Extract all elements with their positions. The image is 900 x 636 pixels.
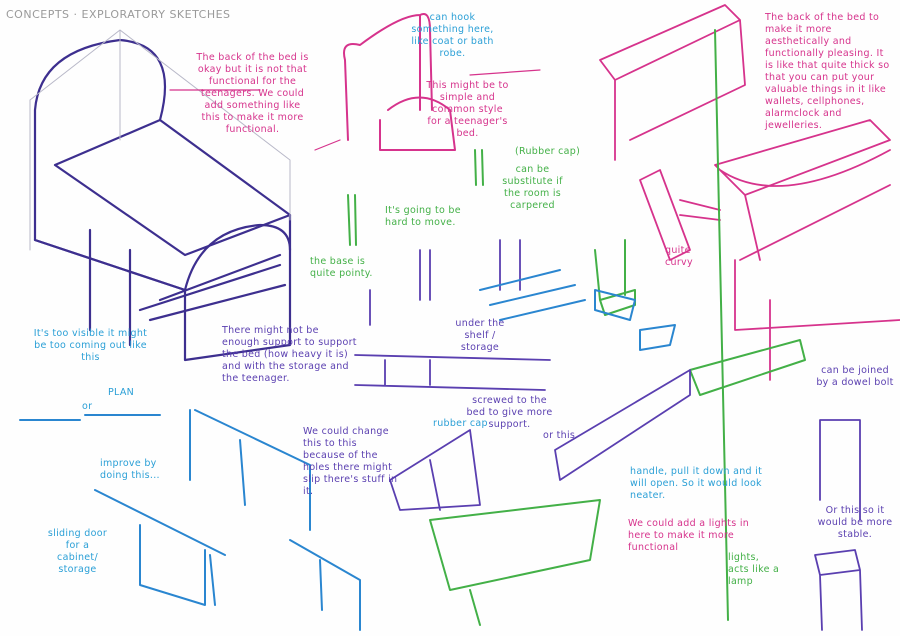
note-back-aesthetic: The back of the bed to make it more aest… bbox=[765, 12, 890, 131]
note-quite-curvy: quite curvy bbox=[665, 245, 693, 268]
note-too-simple: This might be to simple and common style… bbox=[426, 80, 509, 139]
note-rubber-cap: (Rubber cap) bbox=[515, 146, 581, 157]
leg-sketches-green bbox=[347, 29, 806, 626]
storage-sketch-purple bbox=[354, 239, 863, 631]
note-not-enough-support: There might not be enough support to sup… bbox=[222, 325, 357, 384]
note-or-this: or this bbox=[543, 430, 576, 441]
note-under-shelf: under the shelf / storage bbox=[455, 318, 505, 353]
page-title: CONCEPTS · EXPLORATORY SKETCHES bbox=[6, 8, 231, 21]
note-lights-lamp: lights, acts like a lamp bbox=[728, 552, 780, 587]
bed-sketch-main bbox=[33, 38, 292, 362]
note-plan: PLAN bbox=[108, 387, 135, 398]
note-rubber-cap-small: rubber cap bbox=[433, 418, 488, 429]
note-back-okay: The back of the bed is okay but it is no… bbox=[196, 52, 309, 135]
note-base-pointy: the base is quite pointy. bbox=[310, 256, 373, 279]
note-or: or bbox=[82, 401, 93, 412]
headboard-sketch-shelf bbox=[599, 4, 900, 381]
annotation-arrows bbox=[169, 69, 541, 151]
note-more-stable: Or this so it would be more stable. bbox=[817, 505, 893, 540]
note-hard-to-move: It's going to be hard to move. bbox=[385, 205, 461, 228]
note-screwed: screwed to the bed to give more support. bbox=[466, 395, 553, 430]
note-too-visible: It's too visible it might be too coming … bbox=[33, 328, 148, 363]
headboard-sketch-hook bbox=[343, 13, 456, 151]
note-improve: improve by doing this... bbox=[100, 458, 160, 481]
note-add-lights: We could add a lights in here to make it… bbox=[628, 518, 750, 553]
note-dowel: can be joined by a dowel bolt bbox=[816, 365, 894, 388]
cabinet-sketch-blue bbox=[19, 269, 676, 631]
note-change-this: We could change this to this because of … bbox=[303, 426, 398, 497]
note-sliding-door: sliding door for a cabinet/ storage bbox=[47, 528, 108, 575]
note-handle: handle, pull it down and it will open. S… bbox=[630, 466, 763, 501]
note-hook: can hook something here, like coat or ba… bbox=[411, 12, 494, 59]
bed-construction-lines bbox=[29, 29, 291, 251]
note-substitute: can be substitute if the room is carpere… bbox=[502, 164, 563, 211]
